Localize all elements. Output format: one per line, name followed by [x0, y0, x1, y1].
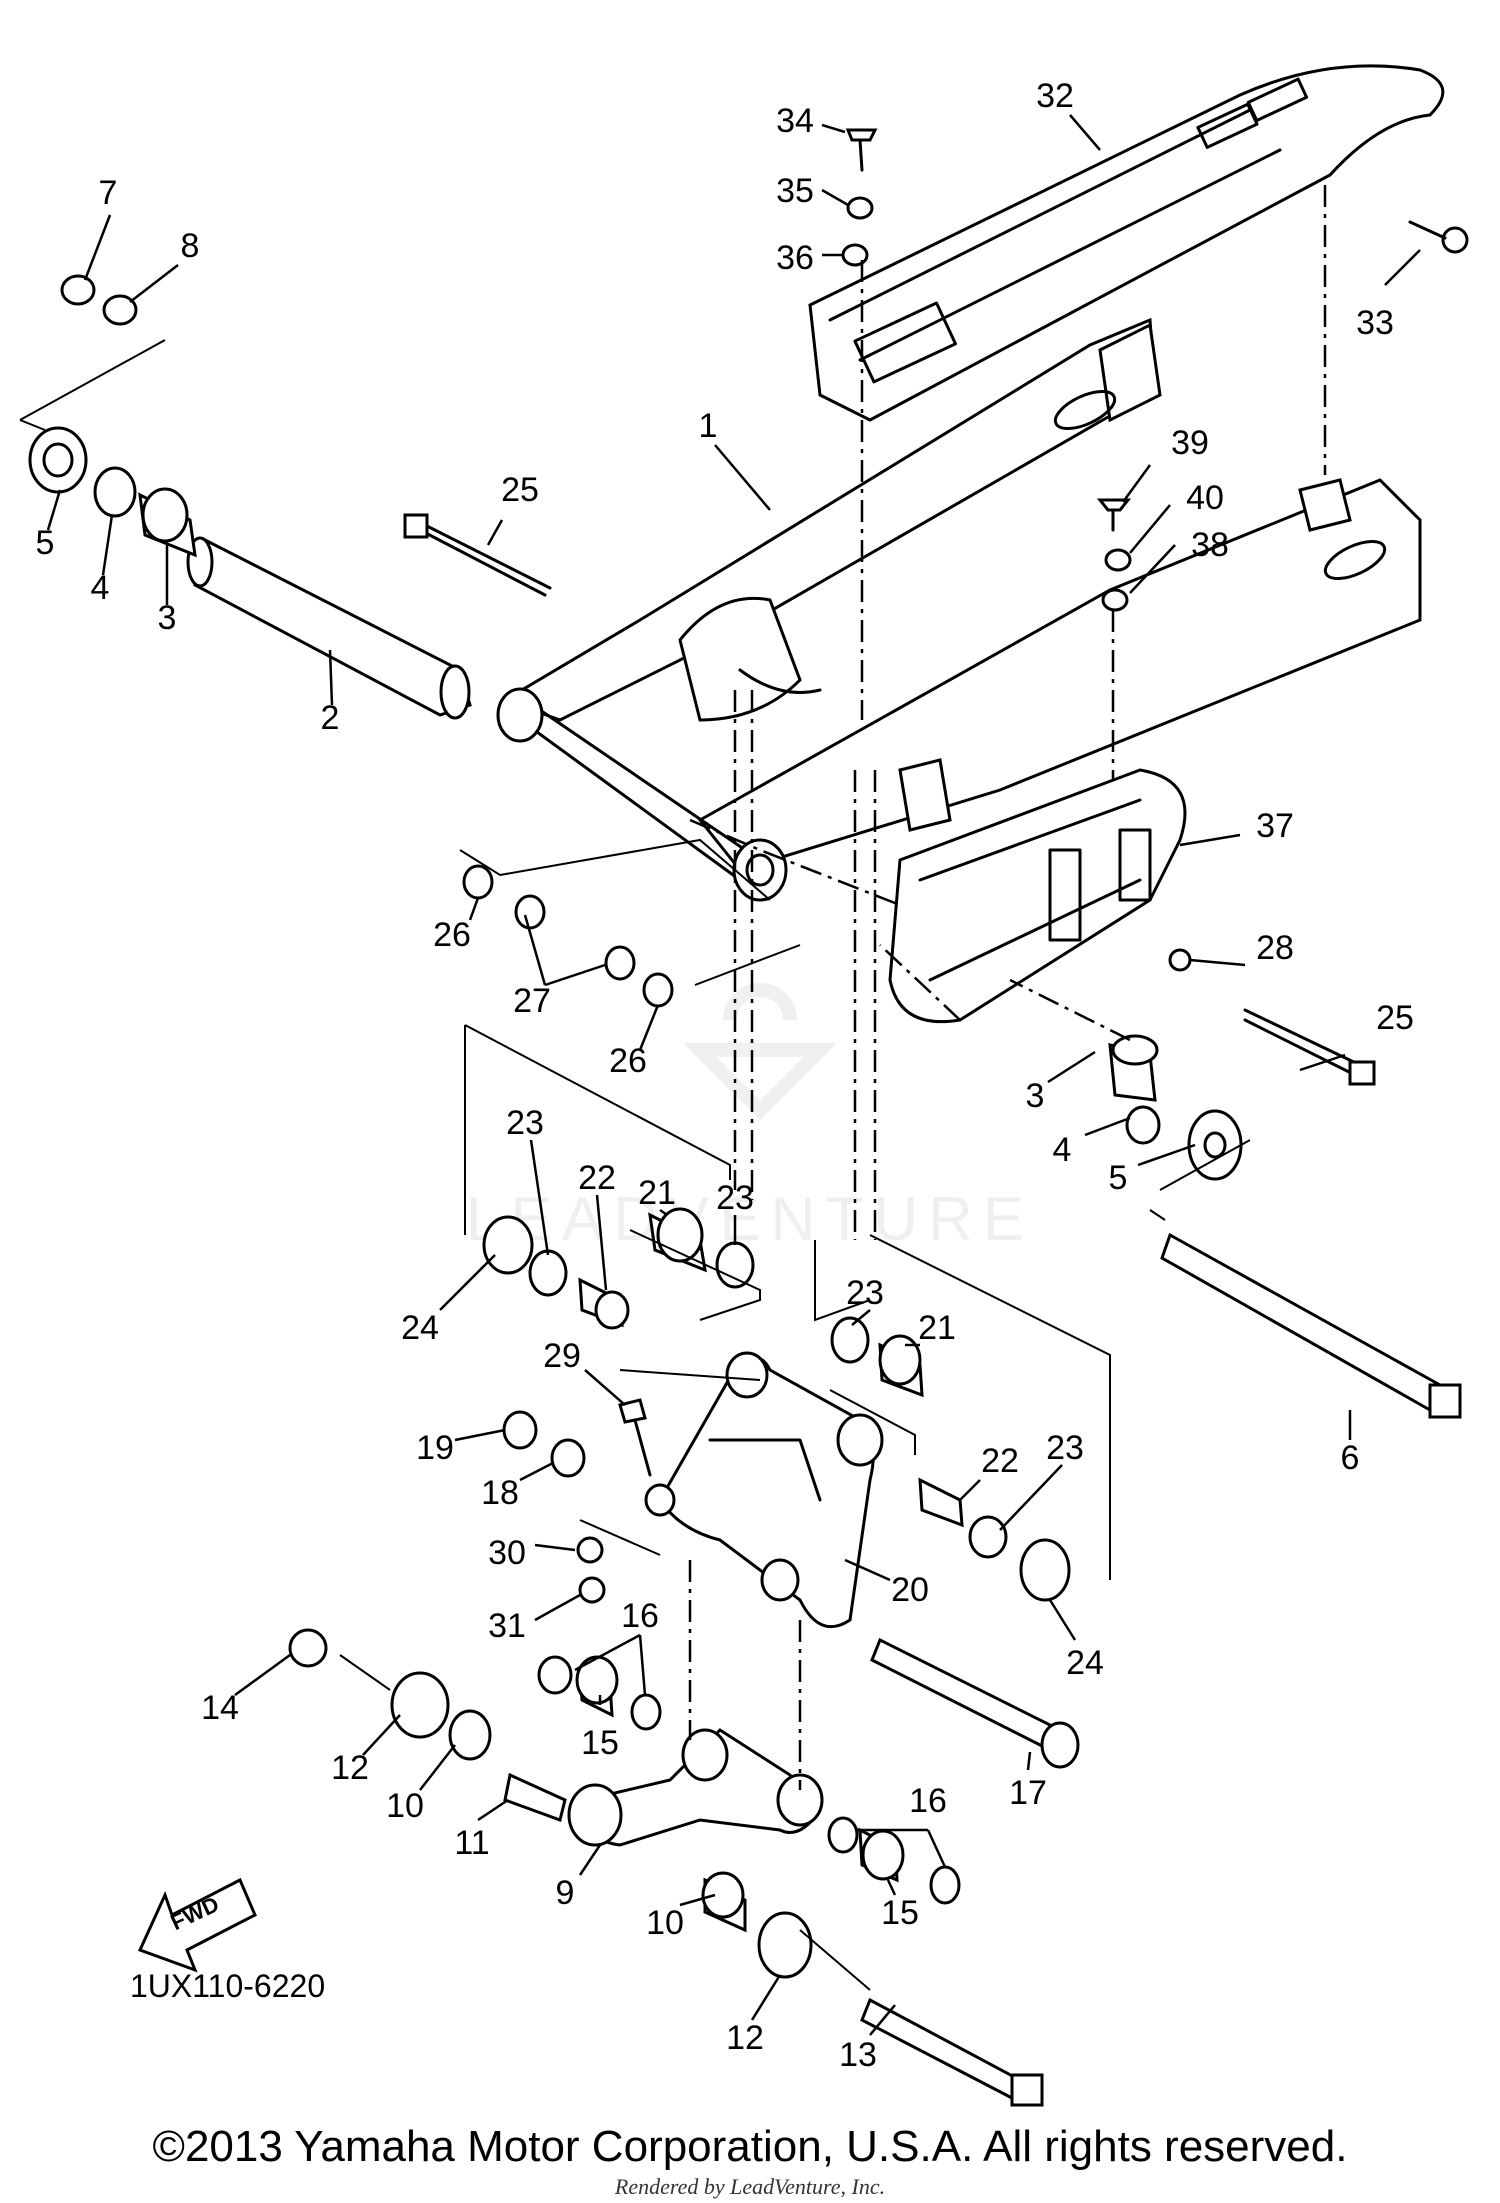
callout-32: 32: [1036, 77, 1074, 115]
chain-case: [808, 64, 1445, 422]
callout-22-a: 22: [578, 1159, 616, 1197]
callout-26-b: 26: [609, 1042, 647, 1080]
small-fasteners-top: [841, 128, 1469, 612]
callout-38: 38: [1191, 526, 1229, 564]
callout-29: 29: [543, 1337, 581, 1375]
callout-25-right: 25: [1376, 999, 1414, 1037]
callout-10-b: 10: [646, 1904, 684, 1942]
callout-21-b: 21: [918, 1309, 956, 1347]
callout-34: 34: [776, 102, 814, 140]
callout-12-a: 12: [331, 1749, 369, 1787]
callout-22-b: 22: [981, 1442, 1019, 1480]
callout-1: 1: [699, 407, 718, 445]
callout-16-a: 16: [621, 1597, 659, 1635]
bushings-right: [830, 1316, 1071, 1602]
callout-27: 27: [513, 982, 551, 1020]
callout-21-a: 21: [638, 1174, 676, 1212]
callout-15-a: 15: [581, 1724, 619, 1762]
callout-23-b: 23: [716, 1179, 754, 1217]
callout-8: 8: [181, 227, 200, 265]
callout-18: 18: [481, 1474, 519, 1512]
callout-35: 35: [776, 172, 814, 210]
callout-25-top: 25: [501, 471, 539, 509]
callout-7: 7: [99, 174, 118, 212]
relay-fasteners: [502, 1398, 652, 1604]
callout-23-a: 23: [506, 1104, 544, 1142]
callout-4-left: 4: [91, 569, 110, 607]
callout-15-b: 15: [881, 1894, 919, 1932]
relay-arm: [644, 1351, 884, 1629]
chain-guide: [888, 768, 1187, 1024]
callout-37: 37: [1256, 807, 1294, 845]
callout-14: 14: [201, 1689, 239, 1727]
callout-36: 36: [776, 239, 814, 277]
callout-4-right: 4: [1053, 1131, 1072, 1169]
callout-3-right: 3: [1026, 1077, 1045, 1115]
callout-30: 30: [488, 1534, 526, 1572]
callout-6: 6: [1341, 1439, 1360, 1477]
alignment-lines: [19, 185, 1327, 1991]
long-bolt-right: [1160, 1232, 1462, 1419]
connecting-rod: [288, 1628, 1080, 2107]
callout-20: 20: [891, 1571, 929, 1609]
callout-28: 28: [1256, 929, 1294, 967]
bushings-left: [462, 864, 755, 1330]
diagram-code: 1UX110-6220: [130, 1968, 326, 2004]
callout-5-right: 5: [1109, 1159, 1128, 1197]
callout-17: 17: [1009, 1774, 1047, 1812]
callout-19: 19: [416, 1429, 454, 1467]
forward-arrow-icon: FWD: [137, 1877, 257, 1973]
copyright-notice: ©2013 Yamaha Motor Corporation, U.S.A. A…: [152, 2122, 1348, 2171]
callout-24-b: 24: [1066, 1644, 1104, 1682]
callout-10-a: 10: [386, 1787, 424, 1825]
callout-31: 31: [488, 1607, 526, 1645]
pivot-bolt-top: [403, 513, 552, 597]
left-pivot-parts: [28, 274, 197, 558]
callout-23-c: 23: [846, 1274, 884, 1312]
callout-12-b: 12: [726, 2019, 764, 2057]
callout-9: 9: [556, 1874, 575, 1912]
callout-labels: 34 32 35 36 33 7 8 1 39 40 38 25 5 4 3 2…: [36, 77, 1414, 2074]
callout-13: 13: [839, 2036, 877, 2074]
pivot-shaft: [186, 536, 472, 720]
callout-2: 2: [321, 699, 340, 737]
watermark: LEADVENTURE: [466, 983, 1034, 1254]
leader-lines: [46, 114, 1421, 2036]
callout-40: 40: [1186, 479, 1224, 517]
watermark-text: LEADVENTURE: [466, 1185, 1034, 1254]
right-pivot-parts: [1108, 948, 1376, 1181]
callout-5-left: 5: [36, 524, 55, 562]
rendered-by-note: Rendered by LeadVenture, Inc.: [614, 2174, 886, 2199]
callout-33: 33: [1356, 304, 1394, 342]
callout-26-a: 26: [433, 916, 471, 954]
callout-16-b: 16: [909, 1782, 947, 1820]
callout-11: 11: [454, 1824, 489, 1862]
callout-39: 39: [1171, 424, 1209, 462]
callout-24-a: 24: [401, 1309, 439, 1347]
callout-3-left: 3: [158, 599, 177, 637]
callout-23-d: 23: [1046, 1429, 1084, 1467]
